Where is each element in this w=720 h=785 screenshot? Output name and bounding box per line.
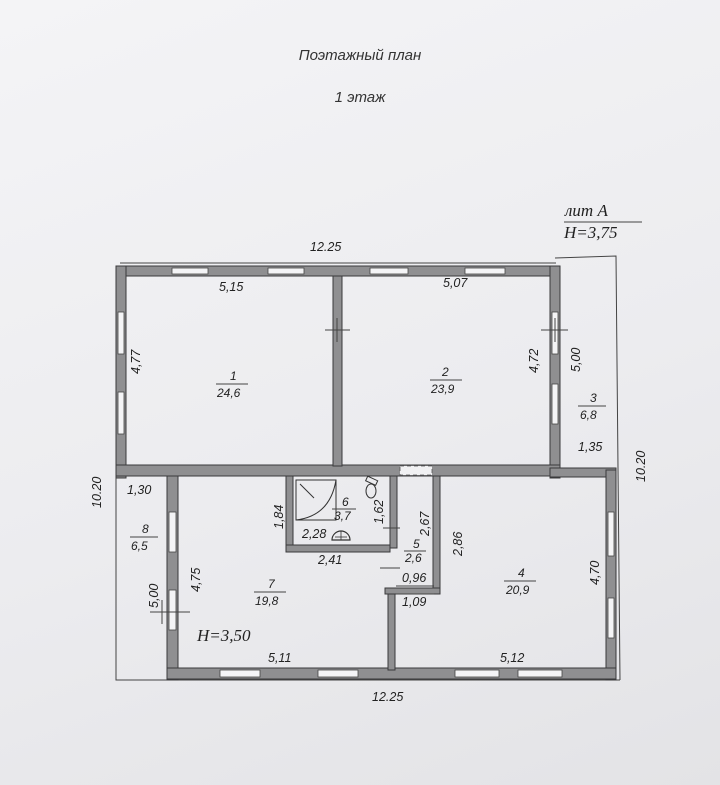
wall-left-lower [166,475,179,681]
door-ticks [150,318,568,624]
floor-label: 1 этаж [334,89,386,106]
room-area: 3,7 [334,509,352,523]
window [219,669,261,678]
wall-room7-right [387,593,396,671]
window [517,669,563,678]
window [267,267,305,275]
dim-top-total: 12.25 [310,240,341,254]
dim-room8-width: 1,30 [127,483,151,497]
dim-room2-width: 5,07 [443,276,468,290]
room-8-label: 8 6,5 [130,522,158,553]
dim-room3-width: 1,35 [578,440,602,454]
shower-icon [295,479,337,521]
room-number: 4 [518,566,525,580]
wall-right-upper [549,265,561,479]
dim-room5-height-a: 2,67 [418,511,432,537]
room-7-label: 7 19,8 [254,577,286,608]
annex-room-8-outline [115,468,168,681]
dim-room1-width: 5,15 [219,280,243,294]
room-6-label: 6 3,7 [332,495,356,523]
window [168,511,177,553]
room-number: 2 [441,365,449,379]
room-number: 5 [413,537,420,551]
window [607,511,615,557]
wall-bath-left [285,475,294,552]
dim-room8-height: 5,00 [147,584,161,608]
room-area: 23,9 [430,382,455,396]
room-area: 20,9 [505,583,530,597]
window [551,383,559,425]
window [171,267,209,275]
dim-bottom-total: 12.25 [372,690,403,704]
dim-left-total: 10.20 [90,477,104,508]
room-area: 6,5 [131,539,148,553]
wall-bath-bottom [285,544,391,553]
window [117,311,125,355]
room-4-label: 4 20,9 [504,566,536,597]
window [117,391,125,435]
dim-room6-height-b: 1,62 [372,500,386,524]
wall-middle [115,464,561,477]
plan-title: Поэтажный план [298,47,422,64]
room-number: 6 [342,495,349,509]
dim-room6-width-b: 2,41 [317,553,342,567]
lit-name: лит А [564,201,608,220]
room-area: 6,8 [580,408,597,422]
wall-right-lower [605,469,617,681]
washbasin-icon [331,530,351,541]
dim-room5-width-b: 1,09 [402,595,426,609]
room-number: 3 [590,391,597,405]
room-number: 8 [142,522,149,536]
dim-room7-width: 5,11 [268,651,291,665]
dim-room7-height: 4,75 [189,568,203,592]
wall-bath-right [389,475,398,549]
window [317,669,359,678]
window [454,669,500,678]
window [607,597,615,639]
walls [115,265,617,681]
dim-room6-width-a: 2,28 [301,527,326,541]
dim-room6-height-a: 1,84 [272,505,286,529]
room-area: 2,6 [404,551,422,565]
dim-room2-height: 4,72 [527,349,541,373]
annex-height: H=3,50 [196,626,251,645]
dim-room4-width: 5,12 [500,651,524,665]
room-number: 1 [230,369,237,383]
doorway [399,465,433,476]
dim-room5-height-b: 2,86 [451,532,465,557]
room-3-label: 3 6,8 [578,391,606,422]
annex-room-3-outline [554,255,621,681]
dim-room4-height: 4,70 [588,561,602,585]
wall-left-upper [115,265,127,479]
room-1-label: 1 24,6 [216,369,248,400]
dim-right-total: 10.20 [634,451,648,482]
lit-height: H=3,75 [563,223,618,242]
room-2-label: 2 23,9 [430,365,462,396]
window [464,267,506,275]
dim-room5-width-a: 0,96 [402,571,426,585]
windows [117,267,615,678]
window [168,589,177,631]
room-area: 24,6 [216,386,241,400]
wall-corridor-bottom [384,587,441,595]
dim-room1-height: 4,77 [129,349,143,374]
dim-room3-height: 5,00 [569,348,583,372]
wall-divider-1-2 [332,275,343,467]
room-number: 7 [268,577,276,591]
room-area: 19,8 [255,594,279,608]
toilet-icon [364,475,379,499]
window [369,267,409,275]
room-5-label: 5 2,6 [404,537,426,565]
wall-room4-left-upper [432,475,441,595]
